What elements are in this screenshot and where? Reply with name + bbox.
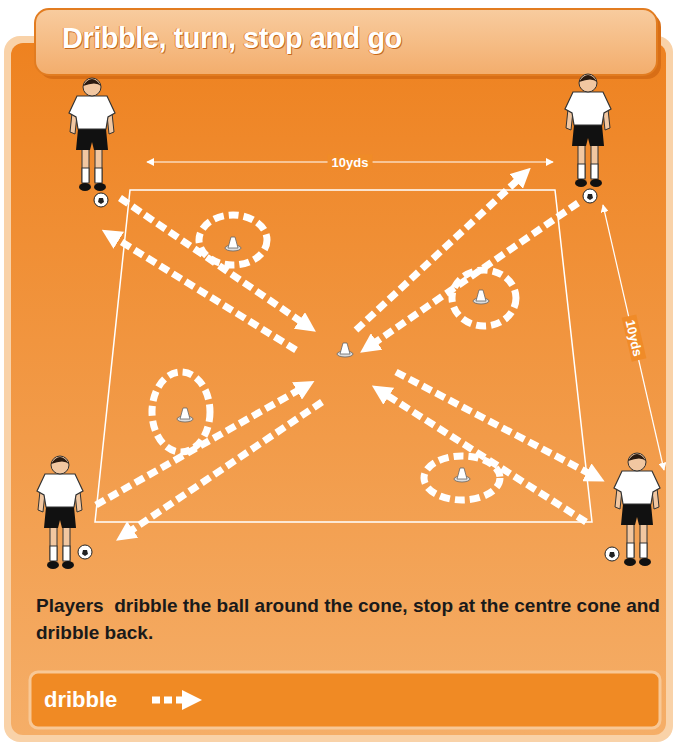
cone [454, 468, 470, 482]
cone [225, 237, 241, 251]
dribble-arrow [356, 176, 522, 330]
centre-cone [337, 343, 353, 357]
title-banner [35, 9, 657, 75]
football [78, 545, 92, 559]
legend-bar [30, 672, 660, 728]
dribble-loop [424, 456, 500, 500]
dribble-arrow [396, 372, 594, 476]
legend-text: dribble [44, 687, 117, 713]
players [37, 74, 660, 569]
dribble-paths [96, 176, 594, 534]
pitch-area [95, 190, 592, 522]
dribble-loop [452, 270, 516, 326]
football [583, 189, 597, 203]
balls [78, 189, 619, 561]
cones [177, 237, 489, 482]
outer-frame [4, 36, 673, 742]
cone [177, 408, 193, 422]
dimension-line [603, 205, 664, 470]
legend-entry: dribble [44, 687, 117, 713]
dimension-label: 10yds [328, 155, 373, 170]
player-figure [565, 74, 611, 187]
player-figure [37, 456, 83, 569]
football [94, 193, 108, 207]
diagram-caption: Players dribble the ball around the cone… [36, 592, 661, 646]
dribble-loop [199, 215, 267, 265]
cone [473, 290, 489, 304]
player-figure [69, 78, 115, 191]
football [605, 547, 619, 561]
legend-dribble-sample [152, 697, 190, 704]
dribble-loop [152, 372, 210, 452]
diagram-title: Dribble, turn, stop and go [62, 22, 642, 55]
orange-panel [11, 43, 666, 735]
legend: dribble [44, 683, 197, 717]
player-figure [614, 453, 660, 566]
